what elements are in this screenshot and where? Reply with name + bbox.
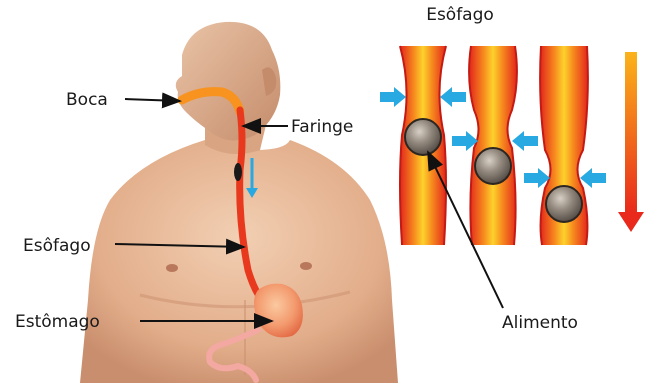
peristalsis-stage-1 <box>400 46 446 245</box>
squeeze-arrow-icon <box>580 168 606 188</box>
nipple-left <box>166 264 178 272</box>
label-alimento: Alimento <box>502 313 578 333</box>
squeeze-arrow-icon <box>440 87 466 107</box>
label-esofago-title: Esôfago <box>426 5 494 25</box>
label-boca: Boca <box>66 90 108 110</box>
esophagus-segment-2 <box>469 46 517 245</box>
food-bolus-2 <box>475 148 511 184</box>
nipple-right <box>300 262 312 270</box>
squeeze-arrow-icon <box>380 87 406 107</box>
movement-direction-arrow <box>618 52 644 232</box>
food-in-esophagus <box>234 163 242 181</box>
peristalsis-stage-2 <box>469 46 517 245</box>
peristalsis-stage-3 <box>540 46 588 245</box>
boca-pointer <box>125 99 180 101</box>
label-faringe: Faringe <box>291 117 353 137</box>
food-bolus-3 <box>546 186 582 222</box>
food-bolus-1 <box>405 119 441 155</box>
label-esofago-body: Esôfago <box>23 236 91 256</box>
squeeze-arrow-icon <box>512 131 538 151</box>
label-estomago: Estômago <box>15 312 100 332</box>
